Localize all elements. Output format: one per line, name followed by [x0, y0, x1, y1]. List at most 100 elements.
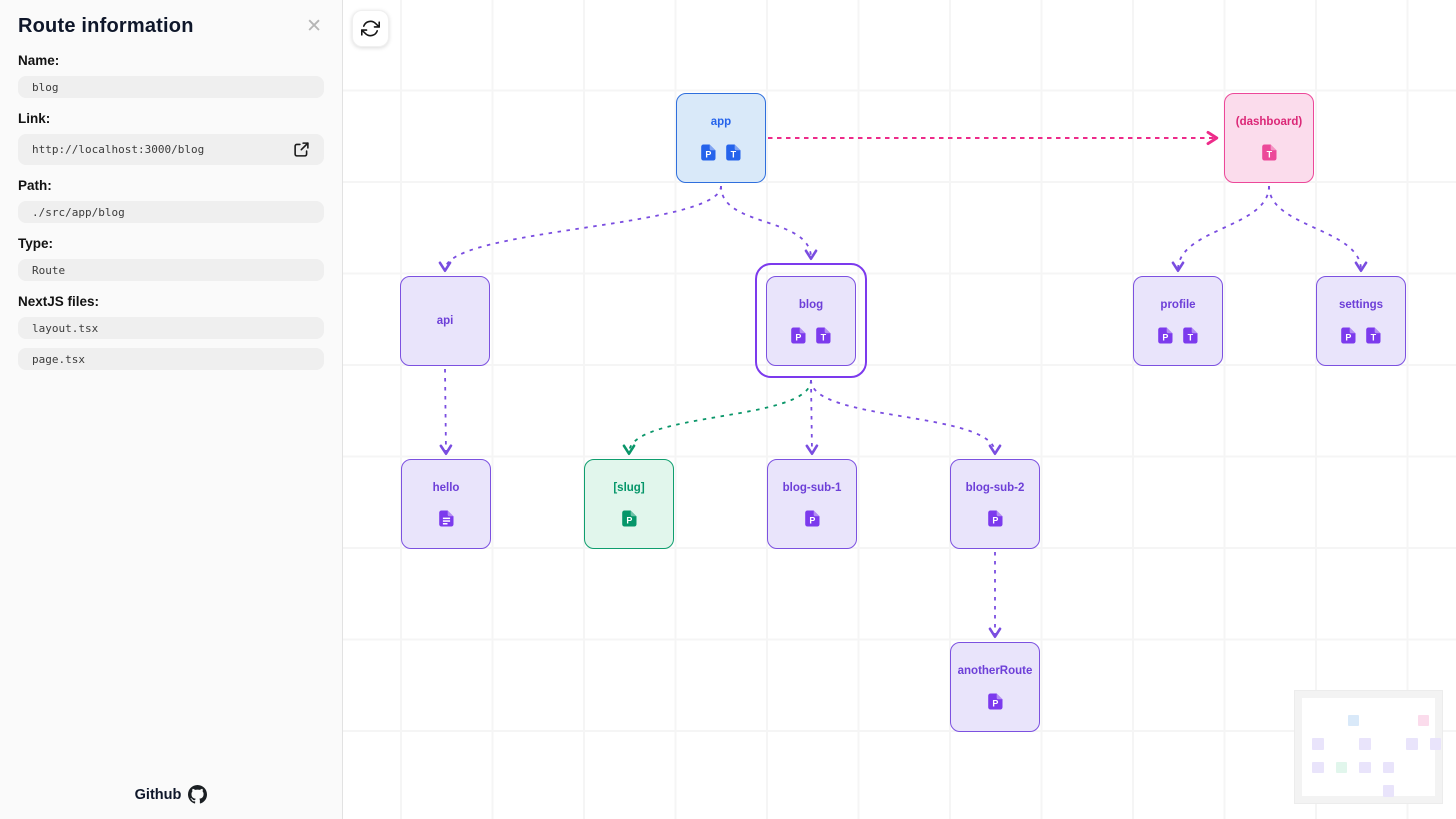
minimap-node-blog-sub-1: [1359, 761, 1371, 774]
route-file-icon: [438, 510, 453, 526]
page-file-icon: P: [621, 510, 636, 526]
file-name: layout.tsx: [32, 321, 99, 335]
page-file-icon: P: [804, 510, 819, 526]
template-file-icon: T: [1366, 327, 1381, 343]
page-file-icon: P: [1341, 327, 1356, 343]
svg-text:T: T: [731, 149, 737, 159]
node-label: anotherRoute: [957, 664, 1033, 677]
node-label: blog-sub-2: [965, 481, 1025, 494]
node-dashboard[interactable]: (dashboard) T: [1224, 93, 1314, 183]
edge-blog-to-blog-sub-1: [805, 379, 819, 456]
minimap[interactable]: [1295, 691, 1442, 803]
minimap-node-slug: [1335, 761, 1348, 774]
node-label: api: [436, 315, 454, 327]
minimap-node-hello: [1312, 761, 1324, 774]
minimap-node-blog-sub-2: [1382, 761, 1395, 774]
edge-dashboard-to-profile: [1171, 185, 1270, 273]
file-item-page[interactable]: page.tsx: [18, 348, 324, 370]
refresh-button[interactable]: [352, 10, 389, 47]
edge-app-to-blog: [720, 185, 818, 261]
minimap-node-profile: [1406, 738, 1418, 750]
node-api[interactable]: api: [400, 276, 490, 366]
path-label: Path:: [18, 178, 52, 193]
svg-text:P: P: [992, 515, 998, 525]
svg-text:T: T: [1188, 332, 1194, 342]
file-item-layout[interactable]: layout.tsx: [18, 317, 324, 339]
minimap-node-api: [1312, 738, 1324, 750]
link-field[interactable]: http://localhost:3000/blog: [18, 134, 324, 165]
github-link[interactable]: Github: [0, 785, 342, 804]
page-file-icon: P: [1158, 327, 1173, 343]
svg-text:T: T: [1371, 332, 1377, 342]
edge-blog-to-slug: [622, 379, 812, 456]
minimap-node-settings: [1429, 738, 1442, 750]
minimap-node-blog: [1359, 738, 1371, 750]
close-icon[interactable]: ✕: [306, 16, 322, 37]
path-value: ./src/app/blog: [32, 205, 125, 219]
svg-text:T: T: [1266, 149, 1272, 159]
refresh-icon: [361, 19, 380, 38]
edge-dashboard-to-settings: [1268, 185, 1368, 273]
node-label: [slug]: [613, 481, 645, 494]
type-label: Type:: [18, 236, 54, 251]
node-file-icons: T: [1261, 144, 1277, 161]
type-value: Route: [32, 263, 66, 277]
svg-text:P: P: [809, 515, 815, 525]
node-file-icons: P: [621, 510, 637, 527]
node-hello[interactable]: hello: [401, 459, 491, 549]
nextjs-files-label: NextJS files:: [18, 294, 100, 309]
node-file-icons: P: [987, 510, 1003, 527]
node-label: hello: [432, 481, 460, 494]
node-label: app: [710, 115, 732, 128]
page-file-icon: P: [701, 144, 716, 160]
node-label: blog-sub-1: [782, 481, 842, 494]
svg-text:P: P: [705, 149, 711, 159]
svg-text:P: P: [626, 515, 632, 525]
svg-text:P: P: [1162, 332, 1168, 342]
node-label: profile: [1160, 298, 1196, 311]
svg-text:P: P: [1345, 332, 1351, 342]
edge-blog-to-blog-sub-2: [810, 379, 1002, 456]
minimap-node-app: [1347, 714, 1360, 727]
name-value: blog: [32, 80, 59, 94]
svg-text:T: T: [821, 332, 827, 342]
template-file-icon: T: [816, 327, 831, 343]
node-label: blog: [798, 298, 824, 311]
external-link-icon[interactable]: [293, 141, 310, 158]
page-file-icon: P: [987, 510, 1002, 526]
node-slug[interactable]: [slug] P: [584, 459, 674, 549]
edge-api-to-hello: [439, 368, 453, 456]
template-file-icon: T: [1261, 144, 1276, 160]
template-file-icon: T: [1183, 327, 1198, 343]
file-name: page.tsx: [32, 352, 85, 366]
type-field[interactable]: Route: [18, 259, 324, 281]
panel-title: Route information: [18, 15, 194, 37]
minimap-node-anotherRoute: [1382, 785, 1395, 797]
node-file-icons: [438, 510, 454, 527]
node-label: settings: [1338, 298, 1384, 311]
svg-text:P: P: [795, 332, 801, 342]
github-label: Github: [134, 786, 182, 803]
path-field[interactable]: ./src/app/blog: [18, 201, 324, 223]
name-label: Name:: [18, 53, 60, 68]
template-file-icon: T: [726, 144, 741, 160]
edge-app-to-api: [438, 185, 722, 273]
node-file-icons: P: [804, 510, 820, 527]
route-info-panel: Route information ✕ Name: blog Link: htt…: [0, 0, 343, 819]
node-label: (dashboard): [1235, 115, 1303, 128]
name-field[interactable]: blog: [18, 76, 324, 98]
link-value: http://localhost:3000/blog: [32, 143, 205, 156]
